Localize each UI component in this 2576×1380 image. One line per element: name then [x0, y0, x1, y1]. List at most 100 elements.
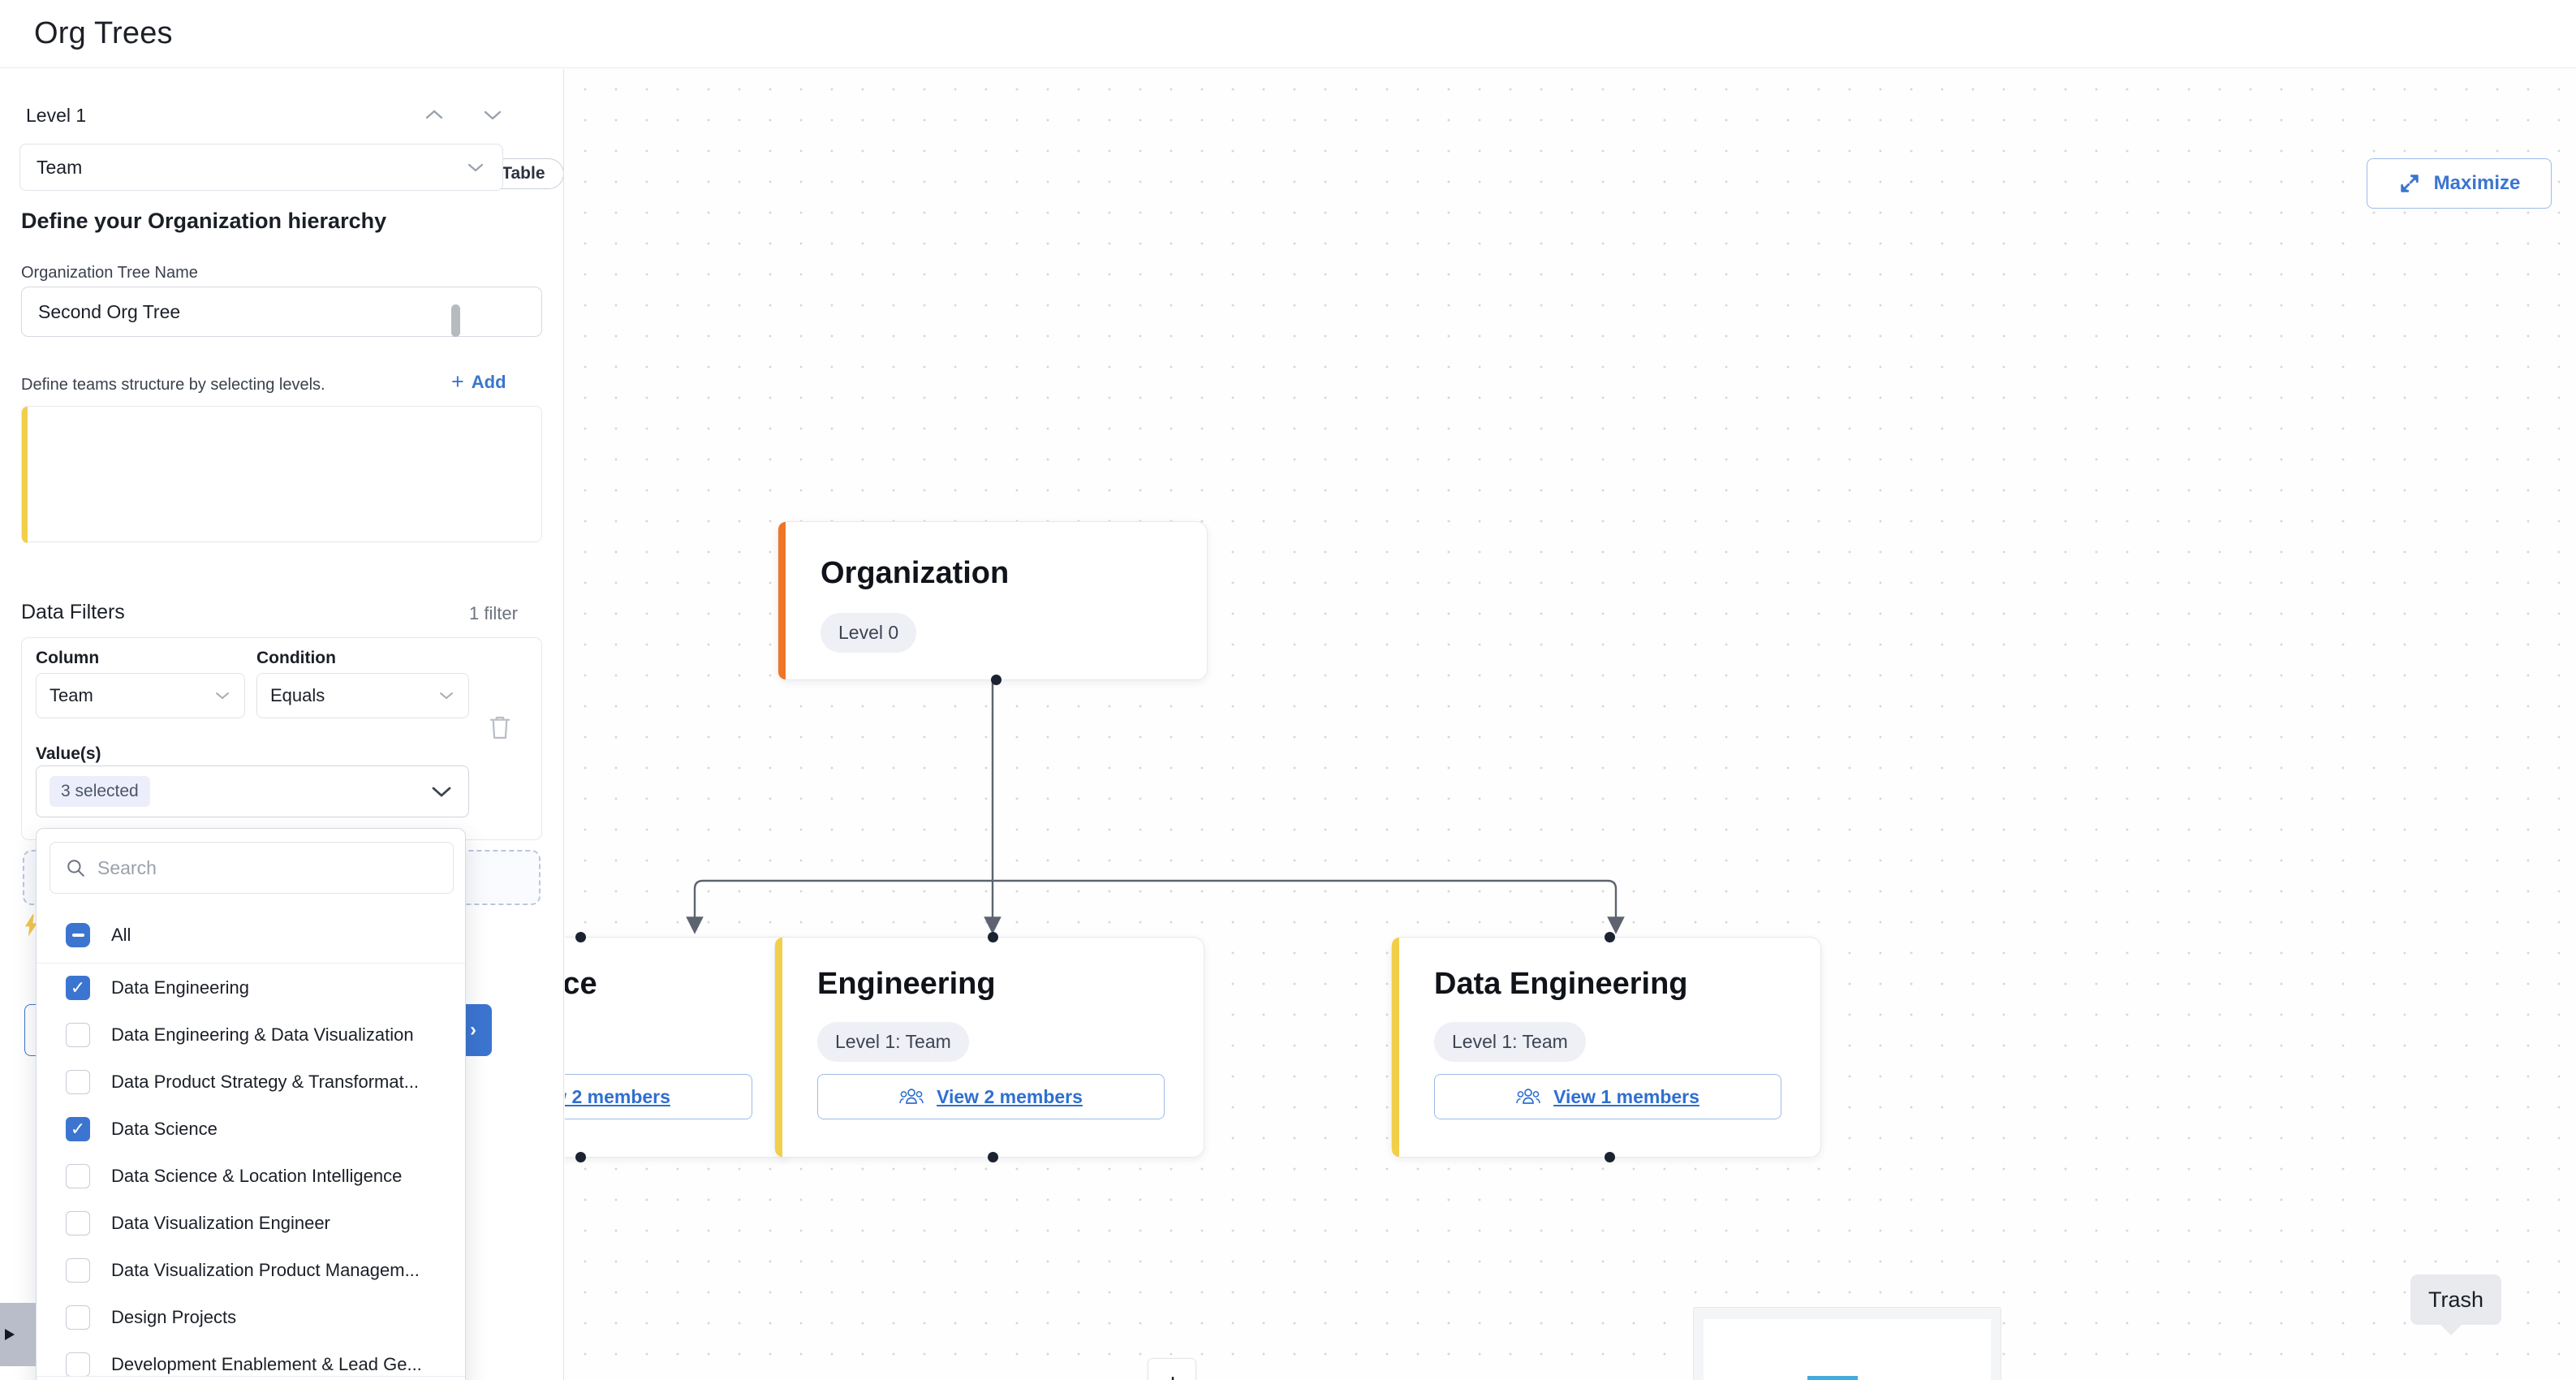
move-level-up-button[interactable] [422, 103, 450, 126]
members-icon [1516, 1089, 1540, 1104]
node-title: Engineering [817, 967, 996, 1001]
node-port-bottom[interactable] [575, 1152, 586, 1162]
option-label: Data Science [111, 1119, 218, 1139]
node-level-chip: Level 0 [821, 613, 917, 653]
values-label: Value(s) [36, 744, 101, 763]
members-icon [899, 1089, 924, 1104]
chevron-up-icon [425, 110, 443, 119]
node-port-top[interactable] [988, 932, 998, 942]
level-type-value: Team [37, 156, 83, 178]
option-checkbox[interactable] [66, 1164, 90, 1188]
zoom-controls[interactable]: + — [1148, 1358, 1196, 1380]
maximize-button[interactable]: Maximize [2367, 158, 2552, 209]
option-label: Data Engineering [111, 977, 250, 998]
filter-condition-value: Equals [270, 685, 325, 705]
node-title: Data Science [565, 967, 597, 1001]
dropdown-option[interactable]: Data Visualization Engineer [37, 1200, 465, 1247]
view-members-button[interactable]: View 2 members [817, 1074, 1165, 1119]
move-level-down-button[interactable] [480, 103, 508, 126]
option-checkbox[interactable]: ✓ [66, 976, 90, 1000]
option-checkbox[interactable] [66, 1211, 90, 1236]
tree-name-label: Organization Tree Name [21, 264, 198, 282]
minimap-viewport [1704, 1319, 1991, 1380]
add-level-button[interactable]: + Add [451, 371, 506, 393]
node-port-bottom[interactable] [1605, 1152, 1615, 1162]
panel-heading: Define your Organization hierarchy [21, 209, 387, 233]
dropdown-scrollbar-thumb[interactable] [451, 304, 460, 337]
option-label: Data Visualization Product Managem... [111, 1260, 420, 1280]
node-port-bottom[interactable] [991, 675, 1002, 685]
dropdown-option[interactable]: Data Product Strategy & Transformat... [37, 1059, 465, 1106]
column-label: Column [36, 649, 100, 667]
level-card [21, 406, 542, 543]
org-node-child[interactable]: Engineering Level 1: Team View 2 members [774, 932, 1204, 1162]
triangle-right-icon [5, 1329, 15, 1340]
dropdown-option[interactable]: ✓ Data Engineering [37, 964, 465, 1011]
node-level-chip: Level 1: Team [1434, 1022, 1586, 1062]
level-type-select[interactable]: Team [19, 144, 503, 191]
option-label: Design Projects [111, 1307, 237, 1327]
node-level-chip: Level 1: Team [817, 1022, 969, 1062]
view-members-button[interactable]: View 2 members [565, 1074, 752, 1119]
chevron-down-icon [467, 163, 484, 172]
option-checkbox[interactable] [66, 1305, 90, 1330]
dropdown-search-input[interactable] [97, 856, 422, 879]
select-all-checkbox[interactable] [66, 922, 90, 947]
filter-values-select[interactable]: 3 selected [36, 765, 469, 817]
panel-collapse-handle[interactable] [0, 1303, 36, 1366]
filter-condition-select[interactable]: Equals [256, 673, 469, 718]
node-port-bottom[interactable] [988, 1152, 998, 1162]
node-port-top[interactable] [1605, 932, 1615, 942]
tree-edges [686, 683, 1625, 934]
dropdown-option[interactable]: Data Engineering & Data Visualization [37, 1011, 465, 1059]
config-panel: Tree Table Define your Organization hier… [0, 69, 564, 1380]
option-checkbox[interactable] [66, 1023, 90, 1047]
level-title: Level 1 [26, 105, 87, 126]
view-members-button[interactable]: View 1 members [1434, 1074, 1781, 1119]
minimap[interactable] [1693, 1307, 2001, 1380]
filter-column-select[interactable]: Team [36, 673, 245, 718]
chevron-right-icon: › [470, 1019, 477, 1041]
maximize-label: Maximize [2433, 172, 2521, 194]
dropdown-option[interactable]: Data Science & Location Intelligence [37, 1153, 465, 1200]
values-summary-chip: 3 selected [50, 776, 150, 807]
lightning-icon [24, 914, 37, 937]
org-node-child[interactable]: Data Engineering Level 1: Team View 1 me… [1391, 932, 1821, 1162]
level-accent-bar [22, 407, 28, 543]
chevron-down-icon [216, 692, 229, 699]
dropdown-option[interactable]: Development Enablement & Lead Ge... [37, 1341, 465, 1378]
node-accent-bar [1392, 938, 1399, 1157]
node-accent-bar [778, 522, 786, 679]
dropdown-select-all-row[interactable]: All [37, 907, 465, 964]
tab-table[interactable]: Table [502, 164, 545, 183]
load-more-button[interactable]: Load More (200/333) [37, 1376, 465, 1380]
dropdown-option[interactable]: Data Visualization Product Managem... [37, 1247, 465, 1294]
option-checkbox[interactable] [66, 1352, 90, 1377]
levels-hint: Define teams structure by selecting leve… [21, 376, 325, 394]
trash-tooltip: Trash [2410, 1274, 2502, 1335]
view-members-label: View 2 members [937, 1085, 1083, 1107]
node-port-top[interactable] [575, 932, 586, 942]
node-title: Organization [821, 556, 1010, 590]
option-label: Development Enablement & Lead Ge... [111, 1354, 422, 1374]
tree-canvas[interactable]: Maximize Organization Level 0 Data Scien… [565, 69, 2576, 1380]
org-node-root[interactable]: Organization Level 0 [778, 521, 1208, 685]
option-checkbox[interactable] [66, 1070, 90, 1094]
tooltip-tail [2440, 1324, 2462, 1335]
dropdown-search-wrapper[interactable] [50, 842, 454, 894]
org-node-child[interactable]: Data Science Level 1: Team View 2 member… [565, 932, 792, 1162]
chevron-down-icon [440, 692, 453, 699]
option-label: Data Engineering & Data Visualization [111, 1024, 414, 1045]
tree-name-input[interactable] [21, 287, 542, 337]
trash-tooltip-label: Trash [2428, 1287, 2484, 1312]
dropdown-option[interactable]: ✓ Data Science [37, 1106, 465, 1153]
option-checkbox[interactable] [66, 1258, 90, 1283]
dropdown-option[interactable]: Design Projects [37, 1294, 465, 1341]
minimap-node-root [1807, 1376, 1858, 1380]
delete-filter-button[interactable] [483, 710, 517, 744]
zoom-in-button[interactable]: + [1148, 1359, 1195, 1380]
trash-icon [489, 716, 510, 739]
option-checkbox[interactable]: ✓ [66, 1117, 90, 1141]
